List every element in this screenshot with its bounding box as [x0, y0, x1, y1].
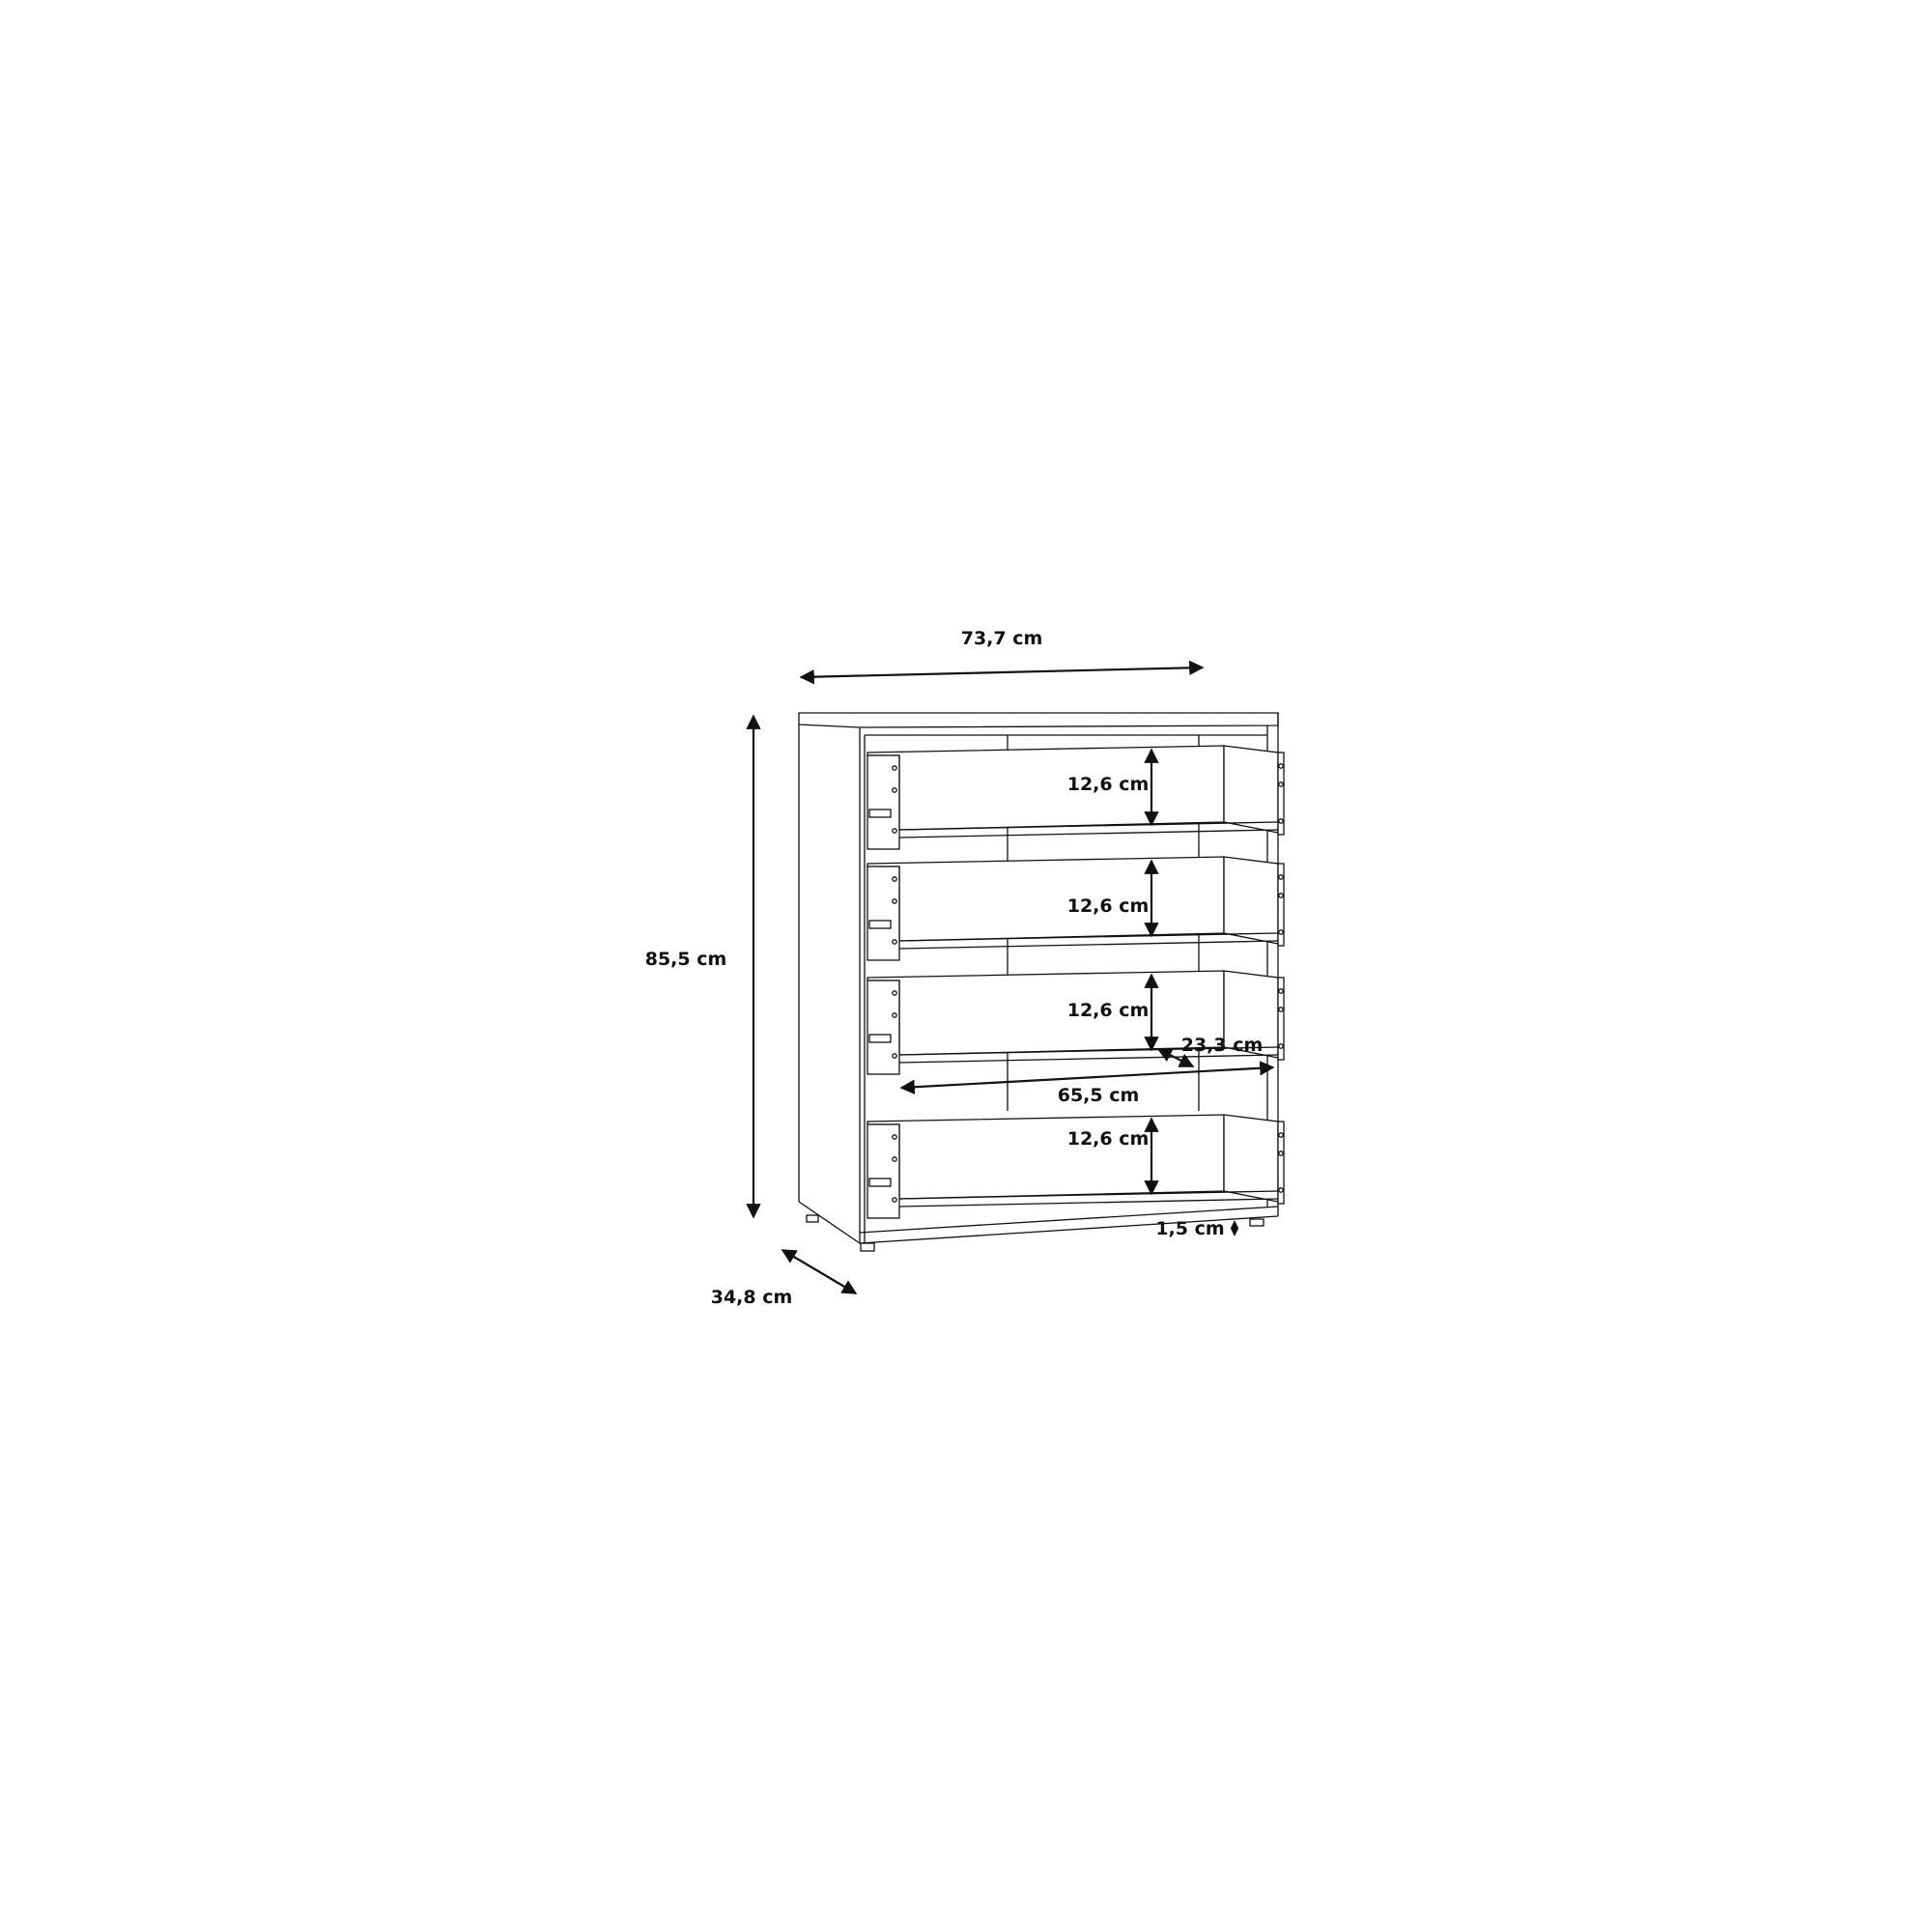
depth-arrow	[781, 1249, 858, 1294]
drawer-runner	[868, 1034, 892, 1043]
drawer[interactable]: 12,6 cm	[867, 1114, 1285, 1219]
drawer-right-side	[1223, 745, 1279, 834]
screw-hole	[892, 1197, 897, 1203]
inner-depth-label: 23,3 cm	[1181, 1035, 1264, 1056]
screw-hole	[892, 1134, 897, 1140]
top-panel	[798, 712, 1279, 728]
drawer-height-label: 12,6 cm	[1067, 774, 1150, 795]
drawer-height-label: 12,6 cm	[1067, 1128, 1150, 1150]
drawer-front-panel	[867, 1123, 900, 1219]
drawer-back-panel	[867, 970, 1225, 1056]
drawer-back-panel	[867, 1114, 1225, 1200]
inner-width-arrow	[899, 1061, 1275, 1094]
depth-label: 34,8 cm	[711, 1287, 793, 1308]
screw-hole	[1278, 988, 1284, 994]
inner-depth-arrow	[1156, 1048, 1195, 1067]
screw-hole	[892, 1012, 897, 1018]
screw-hole	[1278, 929, 1284, 935]
plinth	[859, 1206, 1279, 1234]
screw-hole	[892, 787, 897, 793]
screw-hole	[1278, 1007, 1284, 1012]
drawer[interactable]: 12,6 cm	[867, 745, 1285, 850]
screw-hole	[1278, 1043, 1284, 1049]
screw-hole	[892, 876, 897, 882]
screw-hole	[892, 765, 897, 771]
screw-hole	[1278, 1187, 1284, 1193]
drawer-right-side	[1223, 1114, 1279, 1203]
drawer-height-label: 12,6 cm	[1067, 895, 1150, 917]
drawer-front-right	[1277, 752, 1285, 836]
screw-hole	[1278, 1132, 1284, 1138]
drawer-height-label: 12,6 cm	[1067, 1000, 1150, 1021]
drawer-front-right	[1277, 977, 1285, 1061]
width-label: 73,7 cm	[961, 628, 1043, 649]
screw-hole	[892, 939, 897, 945]
screw-hole	[1278, 1151, 1284, 1156]
screw-hole	[892, 1156, 897, 1162]
drawer-front-right	[1277, 1121, 1285, 1205]
inner-width-label: 65,5 cm	[1058, 1085, 1140, 1106]
drawer-runner	[868, 1178, 892, 1187]
foot	[860, 1242, 875, 1252]
foot-height-label: 1,5 cm	[1155, 1218, 1224, 1239]
screw-hole	[1278, 818, 1284, 824]
foot	[1249, 1218, 1264, 1227]
drawer-back-panel	[867, 745, 1225, 831]
screw-hole	[1278, 763, 1284, 769]
drawer[interactable]: 12,6 cm	[867, 856, 1285, 961]
height-label: 85,5 cm	[645, 949, 727, 970]
screw-hole	[1278, 893, 1284, 898]
width-arrow	[799, 660, 1205, 685]
drawer[interactable]: 12,6 cm	[867, 970, 1285, 1075]
foot	[806, 1214, 819, 1223]
drawer-back-panel	[867, 856, 1225, 942]
screw-hole	[1278, 781, 1284, 787]
drawer-front-right	[1277, 863, 1285, 947]
screw-hole	[892, 898, 897, 904]
drawer-front-panel	[867, 754, 900, 850]
screw-hole	[1278, 874, 1284, 880]
screw-hole	[892, 990, 897, 996]
drawer-front-panel	[867, 980, 900, 1075]
screw-hole	[892, 828, 897, 834]
drawer-runner	[868, 920, 892, 929]
drawer-right-side	[1223, 856, 1279, 945]
drawer-runner	[868, 809, 892, 818]
drawer-front-panel	[867, 866, 900, 961]
screw-hole	[892, 1053, 897, 1059]
